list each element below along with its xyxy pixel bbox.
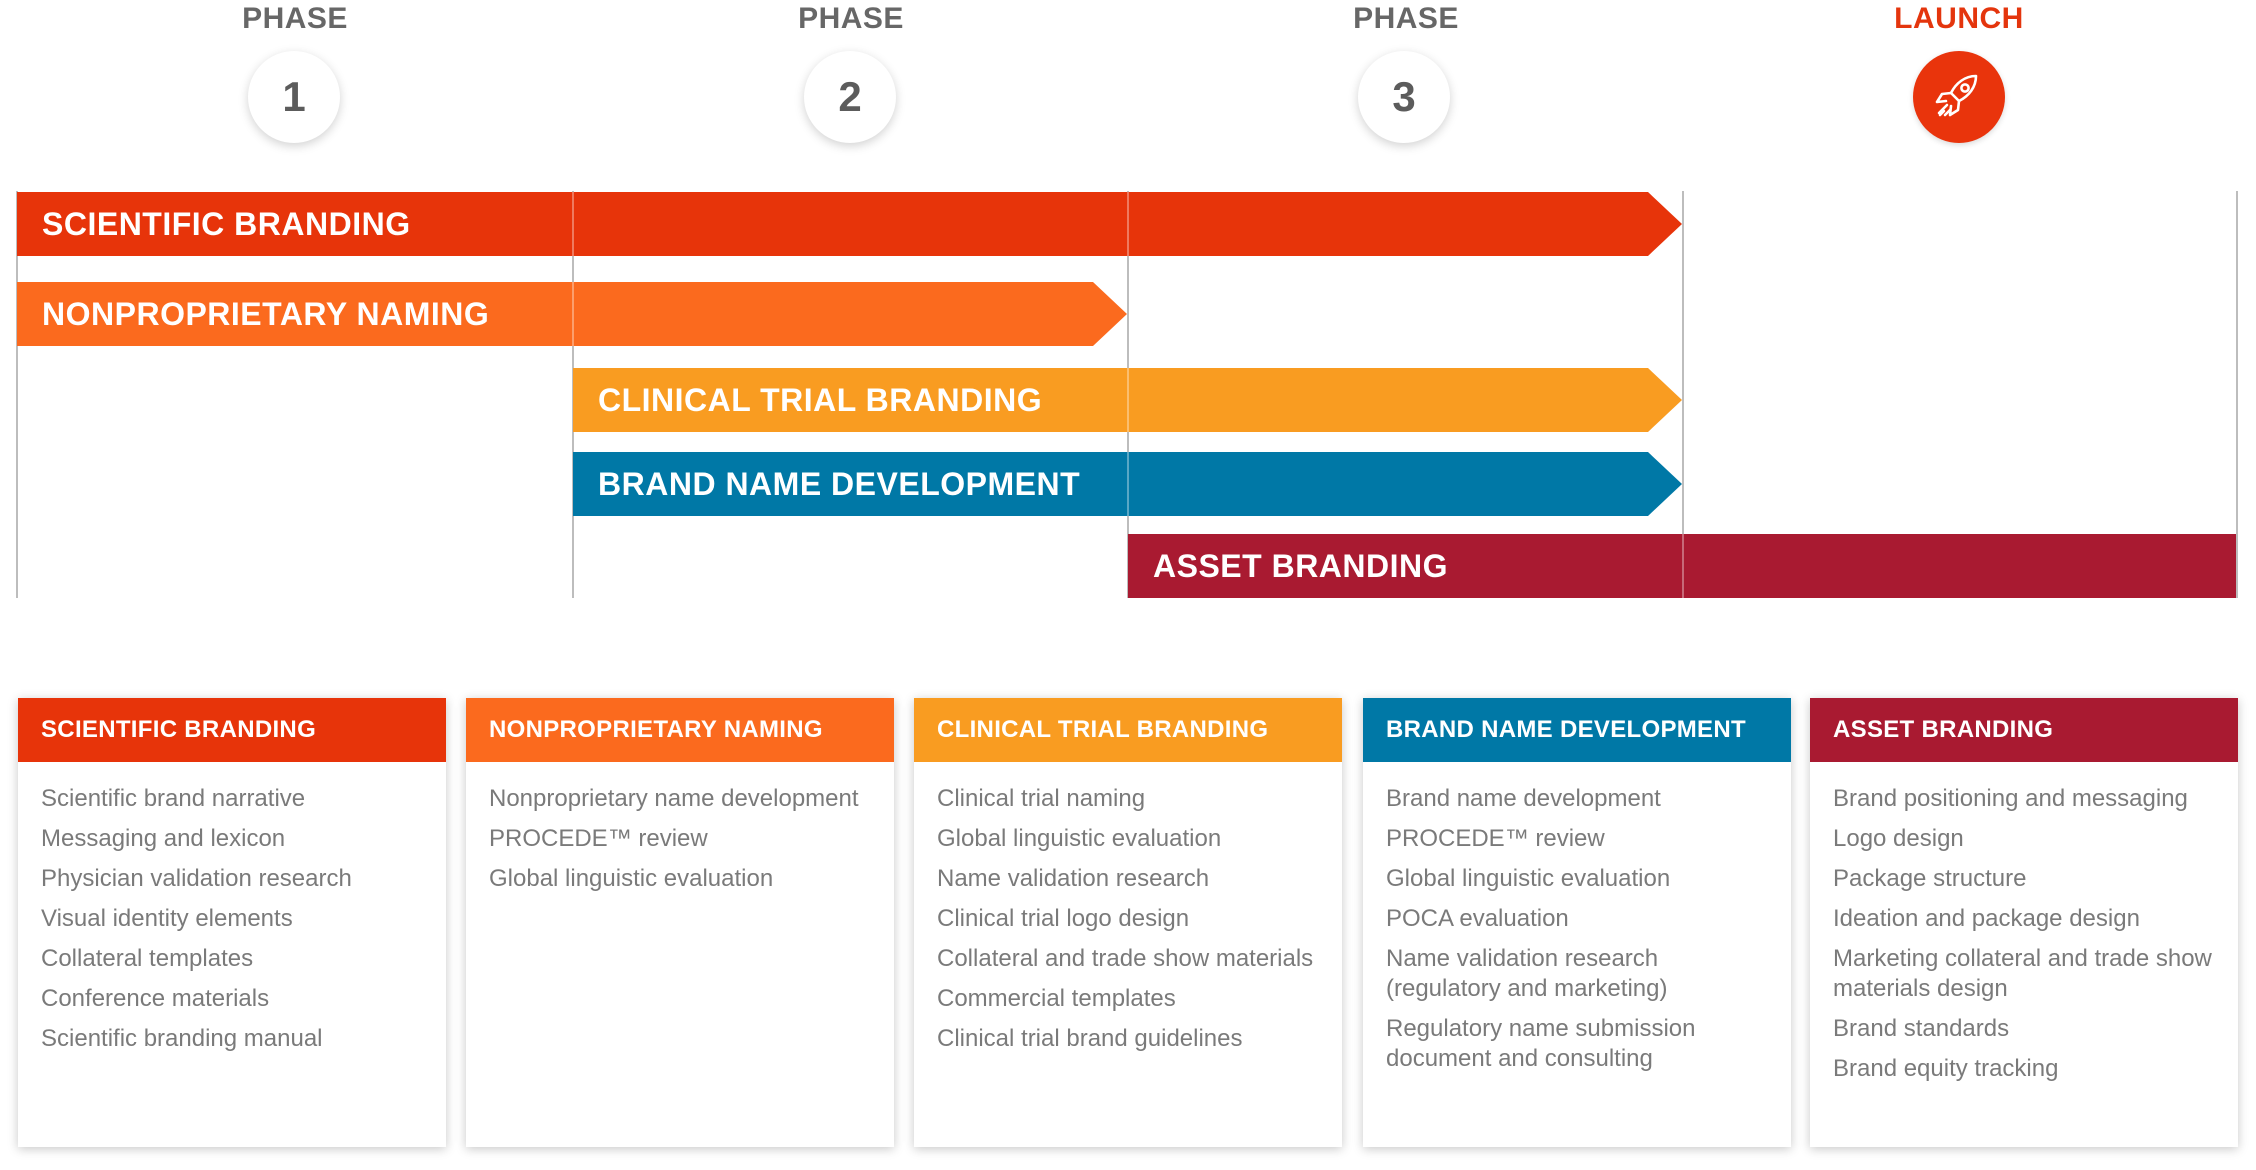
list-item: Clinical trial brand guidelines [937,1025,1243,1052]
launch-circle [1913,51,2005,143]
card-title: NONPROPRIETARY NAMING [466,698,894,762]
bar-divider [1127,452,1129,516]
list-item: POCA evaluation [1386,905,1569,932]
card-item-list: Brand name development PROCEDE™ review G… [1363,762,1791,1074]
list-item: Brand positioning and messaging [1833,785,2188,812]
bar-label: BRAND NAME DEVELOPMENT [598,466,1081,502]
bar-divider [572,192,574,256]
timeline-bar-clinical-trial-branding: CLINICAL TRIAL BRANDING [573,368,1682,432]
list-item: Brand name development [1386,785,1661,812]
bar-label: ASSET BRANDING [1153,548,1449,584]
list-item: PROCEDE™ review [1386,825,1605,852]
phase-1-circle: 1 [248,51,340,143]
timeline-bar-nonproprietary-naming: NONPROPRIETARY NAMING [17,282,1127,346]
grid-line-launch [1682,191,1684,598]
list-item: Global linguistic evaluation [937,825,1222,852]
bar-divider [1127,192,1129,256]
card-nonproprietary-naming: NONPROPRIETARY NAMING Nonproprietary nam… [466,698,894,1147]
grid-line-end [2236,191,2238,598]
timeline-bar-asset-branding: ASSET BRANDING [1128,534,2236,598]
card-title: CLINICAL TRIAL BRANDING [914,698,1342,762]
card-title: BRAND NAME DEVELOPMENT [1363,698,1791,762]
timeline-bar-brand-name-development: BRAND NAME DEVELOPMENT [573,452,1682,516]
card-title: ASSET BRANDING [1810,698,2238,762]
list-item: Brand standards [1833,1015,2010,1042]
grid-line-start [16,191,18,598]
phase-1-label: PHASE [242,2,348,35]
list-item: Nonproprietary name development [489,785,859,812]
bar-divider [572,282,574,346]
list-item: Logo design [1833,825,1964,852]
list-item: Commercial templates [937,985,1176,1012]
bar-divider [1682,534,1684,598]
card-item-list: Scientific brand narrative Messaging and… [18,762,446,1054]
card-brand-name-development: BRAND NAME DEVELOPMENT Brand name develo… [1363,698,1791,1147]
bar-label: NONPROPRIETARY NAMING [42,296,490,332]
list-item: Name validation research [937,865,1210,892]
list-item: Messaging and lexicon [41,825,286,852]
card-item-list: Clinical trial naming Global linguistic … [914,762,1342,1054]
list-item: Scientific brand narrative [41,785,306,812]
phase-3-label: PHASE [1353,2,1459,35]
list-item: Regulatory name submission document and … [1386,1015,1696,1072]
list-item: Clinical trial naming [937,785,1146,812]
launch-label: LAUNCH [1894,2,2024,35]
list-item: Brand equity tracking [1833,1055,2059,1082]
list-item: Package structure [1833,865,2027,892]
list-item: Global linguistic evaluation [489,865,774,892]
list-item: Name validation research (regulatory and… [1386,945,1668,1002]
list-item: Physician validation research [41,865,352,892]
card-title: SCIENTIFIC BRANDING [18,698,446,762]
bar-divider [1127,368,1129,432]
bar-label: SCIENTIFIC BRANDING [42,206,411,242]
timeline-bar-scientific-branding: SCIENTIFIC BRANDING [17,192,1682,256]
list-item: Collateral templates [41,945,254,972]
list-item: Scientific branding manual [41,1025,323,1052]
list-item: Clinical trial logo design [937,905,1190,932]
card-asset-branding: ASSET BRANDING Brand positioning and mes… [1810,698,2238,1147]
card-item-list: Brand positioning and messaging Logo des… [1810,762,2238,1084]
card-clinical-trial-branding: CLINICAL TRIAL BRANDING Clinical trial n… [914,698,1342,1147]
card-scientific-branding: SCIENTIFIC BRANDING Scientific brand nar… [18,698,446,1147]
rocket-icon [1935,74,1978,117]
list-item: PROCEDE™ review [489,825,708,852]
bar-label: CLINICAL TRIAL BRANDING [598,382,1043,418]
list-item: Collateral and trade show materials [937,945,1314,972]
list-item: Ideation and package design [1833,905,2140,932]
phase-2-circle: 2 [804,51,896,143]
phase-3-circle: 3 [1358,51,1450,143]
list-item: Visual identity elements [41,905,293,932]
card-item-list: Nonproprietary name development PROCEDE™… [466,762,894,894]
phase-2-label: PHASE [798,2,904,35]
list-item: Conference materials [41,985,270,1012]
list-item: Global linguistic evaluation [1386,865,1671,892]
list-item: Marketing collateral and trade show mate… [1833,945,2212,1002]
